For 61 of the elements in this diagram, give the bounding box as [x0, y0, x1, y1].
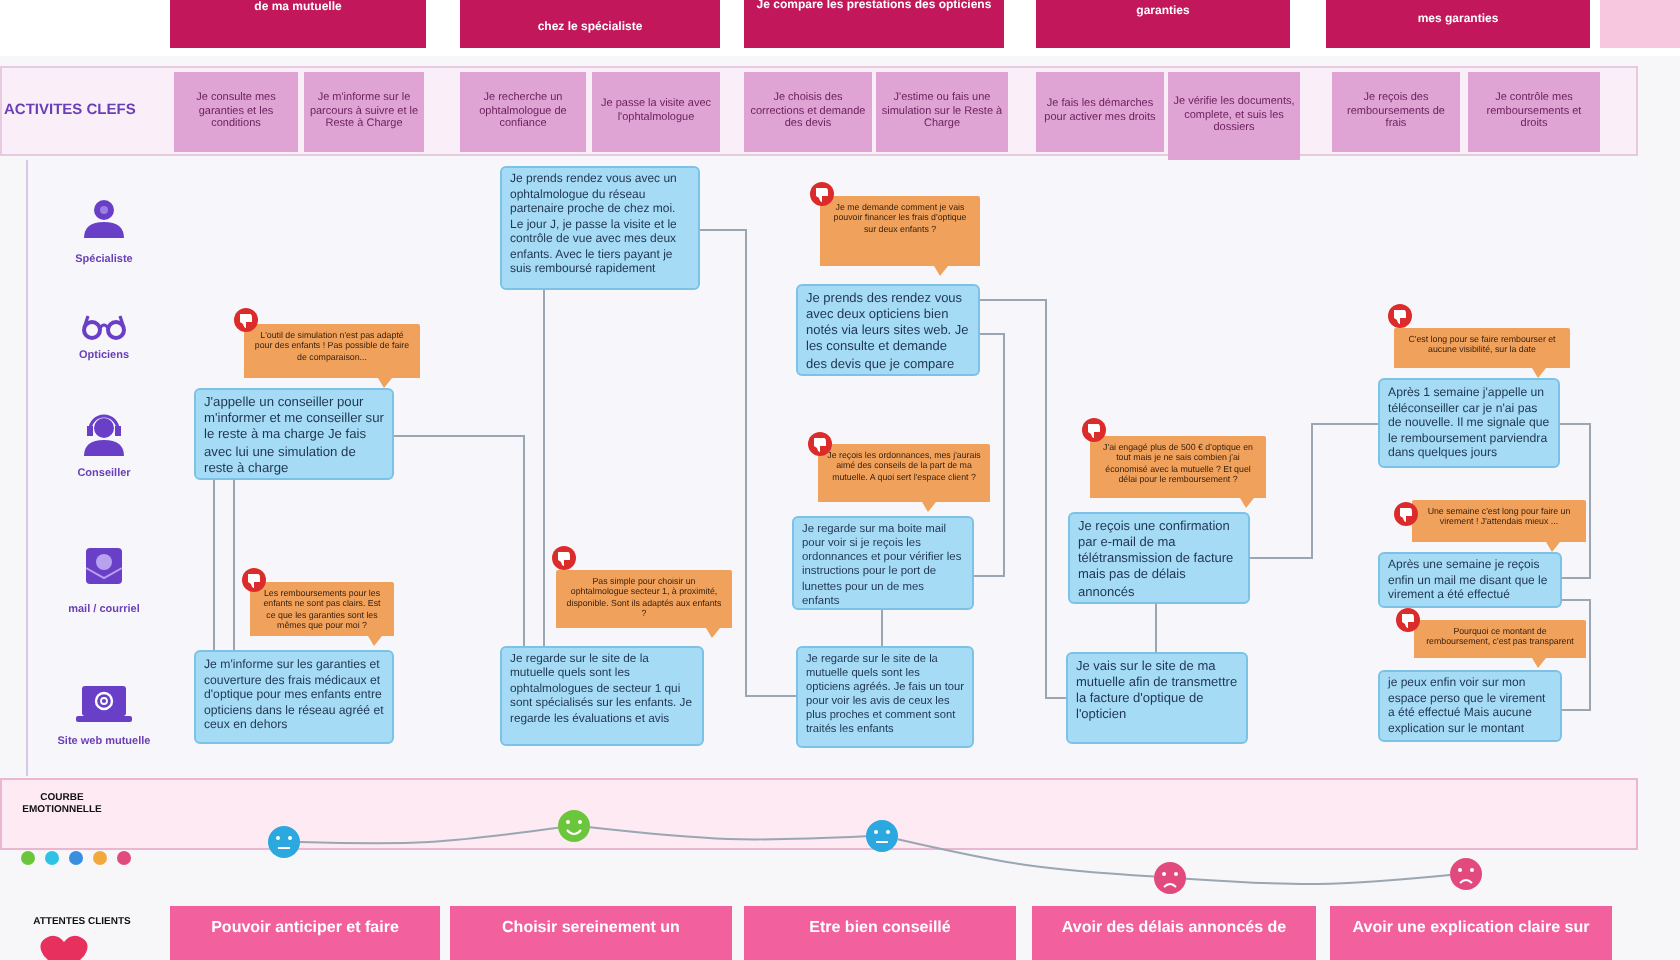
expectation-card	[1330, 906, 1612, 960]
activity-card	[1468, 72, 1600, 152]
emotion-face-icon	[558, 810, 590, 842]
activity-card	[744, 72, 872, 152]
stage-header	[170, 0, 426, 48]
action-card	[1378, 552, 1562, 608]
connector-line	[1155, 603, 1157, 653]
emotion-face-icon	[1450, 858, 1482, 890]
connector-line	[979, 299, 1067, 699]
expectation-card	[170, 906, 440, 960]
pain-point-callout	[1394, 328, 1570, 378]
expectation-card	[1032, 906, 1316, 960]
activity-card	[1168, 72, 1300, 160]
connector-line	[543, 289, 545, 647]
activity-card	[174, 72, 298, 152]
action-card	[1068, 512, 1250, 604]
connector-line	[213, 479, 215, 651]
action-card	[1378, 670, 1562, 742]
connector-line	[1561, 599, 1591, 711]
action-card	[1066, 652, 1248, 744]
connector-line	[393, 435, 525, 647]
action-card	[500, 646, 704, 746]
pain-point-callout	[818, 444, 990, 512]
activity-card	[876, 72, 1008, 152]
stage-header	[460, 0, 720, 48]
emotion-face-icon	[1154, 862, 1186, 894]
activity-card	[460, 72, 586, 152]
pain-point-callout	[1414, 620, 1586, 668]
activity-card	[592, 72, 720, 152]
pain-point-callout	[1090, 436, 1266, 508]
action-card	[500, 166, 700, 290]
connector-line	[1559, 423, 1591, 579]
connector-line	[233, 479, 235, 651]
emotion-face-icon	[866, 820, 898, 852]
connector-line	[699, 229, 797, 697]
connector-line	[1249, 423, 1379, 559]
expectation-text: Avoir une explication claire sur	[1350, 918, 1592, 936]
expectation-text: Etre bien conseillé	[807, 918, 953, 936]
expectation-text: Choisir sereinement un	[500, 918, 682, 936]
expectation-text: Avoir des délais annoncés de	[1059, 918, 1289, 936]
expectation-card	[450, 906, 732, 960]
emotion-curve	[588, 826, 867, 841]
pain-point-callout	[820, 196, 980, 276]
stage-header	[1036, 0, 1290, 48]
emotion-curve	[299, 826, 560, 845]
connector-line	[973, 333, 1005, 577]
emotion-curve	[896, 838, 1156, 878]
activity-card	[1036, 72, 1164, 152]
pain-point-callout	[1412, 500, 1586, 552]
stage-header	[744, 0, 1004, 48]
stage-header	[1326, 0, 1590, 48]
expectation-text: Pouvoir anticiper et faire	[209, 918, 401, 936]
activity-card	[1332, 72, 1460, 152]
pain-point-callout	[244, 324, 420, 388]
connector-line	[881, 609, 883, 647]
activity-card	[304, 72, 424, 152]
pain-point-callout	[556, 570, 732, 638]
emotion-face-icon	[268, 826, 300, 858]
expectation-card	[744, 906, 1016, 960]
pain-point-callout	[250, 582, 394, 646]
emotion-curve	[1185, 874, 1452, 886]
